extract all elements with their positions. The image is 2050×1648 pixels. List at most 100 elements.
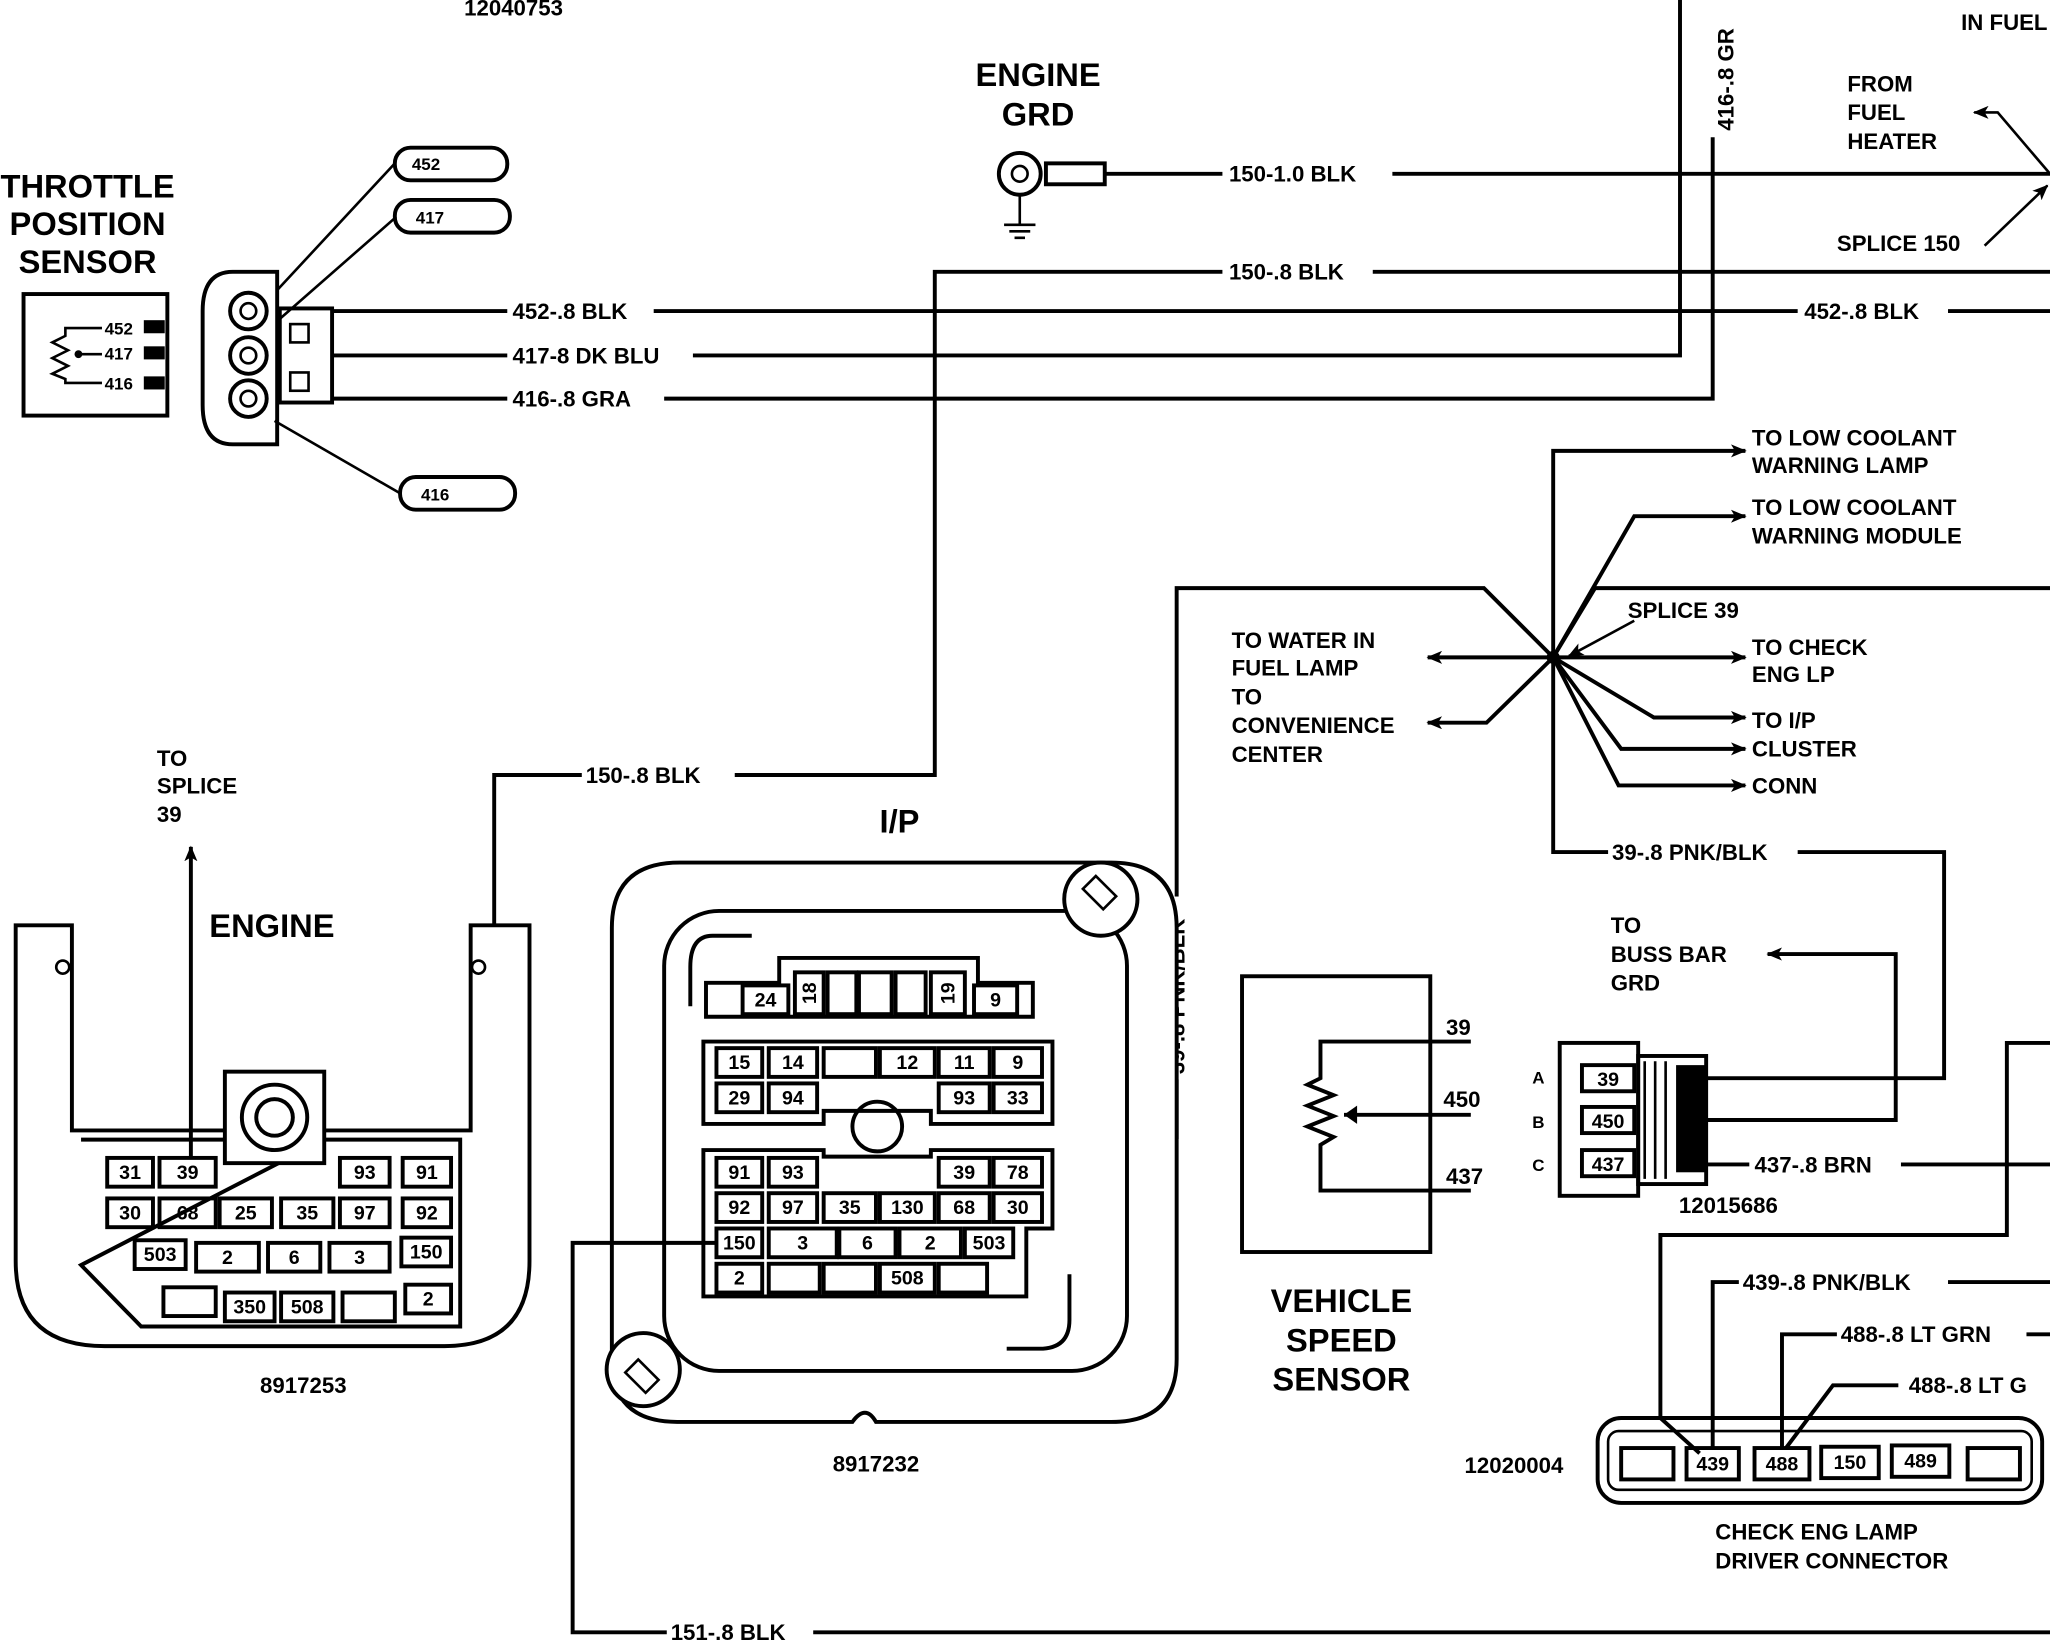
ip-pin-box bbox=[856, 970, 894, 1017]
wiper-dot bbox=[74, 350, 83, 359]
tps-terminal-1 bbox=[288, 322, 310, 344]
engine-ground-title-1: ENGINE bbox=[975, 56, 1100, 93]
dest-low-coolant-lamp-2: WARNING LAMP bbox=[1752, 453, 1929, 478]
label-from-fuel-heater-1: FROM bbox=[1847, 71, 1912, 96]
branch-right-top bbox=[1551, 586, 2050, 659]
engine-pin-box bbox=[266, 1240, 323, 1274]
ip-pin-box bbox=[962, 1226, 1016, 1260]
engine-pin-box bbox=[222, 1290, 277, 1324]
cavity-c: C bbox=[1532, 1156, 1544, 1175]
wire-416-gra bbox=[333, 137, 1715, 401]
engine-pin-30: 30 bbox=[119, 1202, 141, 1224]
engine-pin-box bbox=[132, 1238, 188, 1271]
to-splice-39-1: TO bbox=[157, 746, 187, 771]
cel-title-2: DRIVER CONNECTOR bbox=[1715, 1548, 1948, 1573]
ip-pin-box bbox=[936, 1191, 992, 1224]
ip-pin-9: 9 bbox=[1012, 1052, 1023, 1074]
ground-symbol-icon bbox=[1004, 194, 1036, 240]
engine-ground-title-2: GRD bbox=[1002, 95, 1075, 132]
label-from-fuel-heater-3: HEATER bbox=[1847, 129, 1937, 154]
wire-label-488-b: 488-.8 LT G bbox=[1909, 1373, 2027, 1398]
dest-ip-cluster-3: CONN bbox=[1752, 773, 1817, 798]
ip-pin-box bbox=[897, 1226, 963, 1260]
wire-39-pnk-blk-to-vss bbox=[1551, 657, 1947, 1081]
tps-tab-1 bbox=[143, 320, 165, 334]
cavity-b: B bbox=[1532, 1113, 1544, 1132]
dest-convenience-3: CENTER bbox=[1232, 742, 1323, 767]
ip-pin-150: 150 bbox=[723, 1232, 756, 1254]
engine-pin-92: 92 bbox=[416, 1202, 438, 1224]
tps-terminal-block bbox=[277, 306, 335, 405]
wire-label-39-horizontal: 39-.8 PNK/BLK bbox=[1612, 840, 1768, 865]
tps-cavity-1-inner bbox=[239, 301, 258, 321]
wire-439-pnk-blk bbox=[1710, 1280, 2050, 1449]
ip-key-rib-top bbox=[688, 933, 752, 1007]
ip-pin-94: 94 bbox=[782, 1087, 804, 1109]
cel-title-1: CHECK ENG LAMP bbox=[1715, 1520, 1918, 1545]
engine-connector-bolt-icon bbox=[254, 1097, 295, 1138]
ip-connector-bolt-icon bbox=[850, 1099, 905, 1154]
engine-pin-box bbox=[105, 1155, 155, 1189]
engine-pin-box bbox=[399, 1235, 454, 1269]
cel-connector-inner bbox=[1606, 1429, 2034, 1492]
ip-pin-3: 3 bbox=[797, 1232, 808, 1254]
engine-pin-350: 350 bbox=[233, 1296, 266, 1318]
ip-pin-29: 29 bbox=[728, 1087, 750, 1109]
ip-mount-ear-bottom-icon bbox=[604, 1331, 682, 1409]
ip-pin-box bbox=[714, 1046, 765, 1079]
ip-pin-box bbox=[893, 970, 928, 1017]
vss-potentiometer-icon bbox=[1302, 1039, 1471, 1193]
ip-pin-box bbox=[714, 1155, 765, 1189]
tps-cavity-3 bbox=[228, 378, 269, 419]
callout-label-417: 417 bbox=[416, 208, 444, 227]
engine-pin-box bbox=[400, 1155, 454, 1189]
ip-connector-inner bbox=[662, 908, 1129, 1373]
ip-pin-box bbox=[877, 1261, 937, 1295]
engine-pin-box bbox=[217, 1196, 274, 1230]
dest-ip-cluster-2: CLUSTER bbox=[1752, 737, 1857, 762]
label-splice-150: SPLICE 150 bbox=[1837, 231, 1961, 256]
vss-title-2: SPEED bbox=[1286, 1321, 1397, 1358]
wire-buss-bar-grd bbox=[1706, 947, 1898, 1122]
cavity-a: A bbox=[1532, 1068, 1544, 1087]
ip-pin-box bbox=[972, 983, 1020, 1017]
tps-tab-3 bbox=[143, 376, 165, 390]
engine-pin-box bbox=[157, 1196, 218, 1230]
dest-convenience-2: CONVENIENCE bbox=[1232, 713, 1395, 738]
engine-pin-box bbox=[279, 1196, 336, 1230]
callout-label-416: 416 bbox=[421, 486, 449, 505]
ip-pin-box bbox=[821, 1046, 878, 1079]
tps-pin-417: 417 bbox=[105, 344, 133, 363]
vss-connector-pin-437: 437 bbox=[1592, 1154, 1625, 1176]
ip-pin-92: 92 bbox=[728, 1197, 750, 1219]
splice-150-arrow-icon bbox=[1983, 184, 2049, 247]
vss-connector-part-number: 12015686 bbox=[1679, 1193, 1778, 1218]
dest-water-in-fuel-1: TO WATER IN bbox=[1232, 628, 1376, 653]
ip-pin-2: 2 bbox=[925, 1232, 936, 1254]
vss-wiper-arrow-icon bbox=[1344, 1105, 1358, 1124]
ip-pin-group-top bbox=[704, 955, 1035, 1019]
ip-pin-box bbox=[766, 1191, 820, 1224]
engine-pin-35: 35 bbox=[296, 1202, 318, 1224]
ip-pin-box bbox=[821, 1191, 878, 1224]
ip-pin-39: 39 bbox=[953, 1162, 975, 1184]
dest-convenience-1: TO bbox=[1232, 684, 1262, 709]
ip-pin-18: 18 bbox=[799, 982, 821, 1004]
vss-pin-39: 39 bbox=[1446, 1015, 1471, 1040]
ip-pin-78: 78 bbox=[1007, 1162, 1029, 1184]
dest-check-eng-2: ENG LP bbox=[1752, 662, 1835, 687]
cel-pin-150: 150 bbox=[1834, 1452, 1867, 1474]
branch-ip-cluster-1 bbox=[1552, 655, 1747, 725]
vss-pin-box-b bbox=[1579, 1104, 1637, 1136]
ip-pin-97: 97 bbox=[782, 1197, 804, 1219]
engine-pin-39: 39 bbox=[177, 1162, 199, 1184]
engine-pin-box bbox=[400, 1196, 454, 1230]
ip-key-rib-bottom bbox=[1006, 1274, 1072, 1351]
ip-pin-93: 93 bbox=[953, 1087, 975, 1109]
ip-pin-box bbox=[936, 1261, 990, 1295]
wire-488-lt-grn-a bbox=[1780, 1332, 2050, 1449]
vss-connector: 39 450 437 A B C 12015686 bbox=[1532, 1040, 1778, 1218]
to-splice-39-3: 39 bbox=[157, 802, 182, 827]
